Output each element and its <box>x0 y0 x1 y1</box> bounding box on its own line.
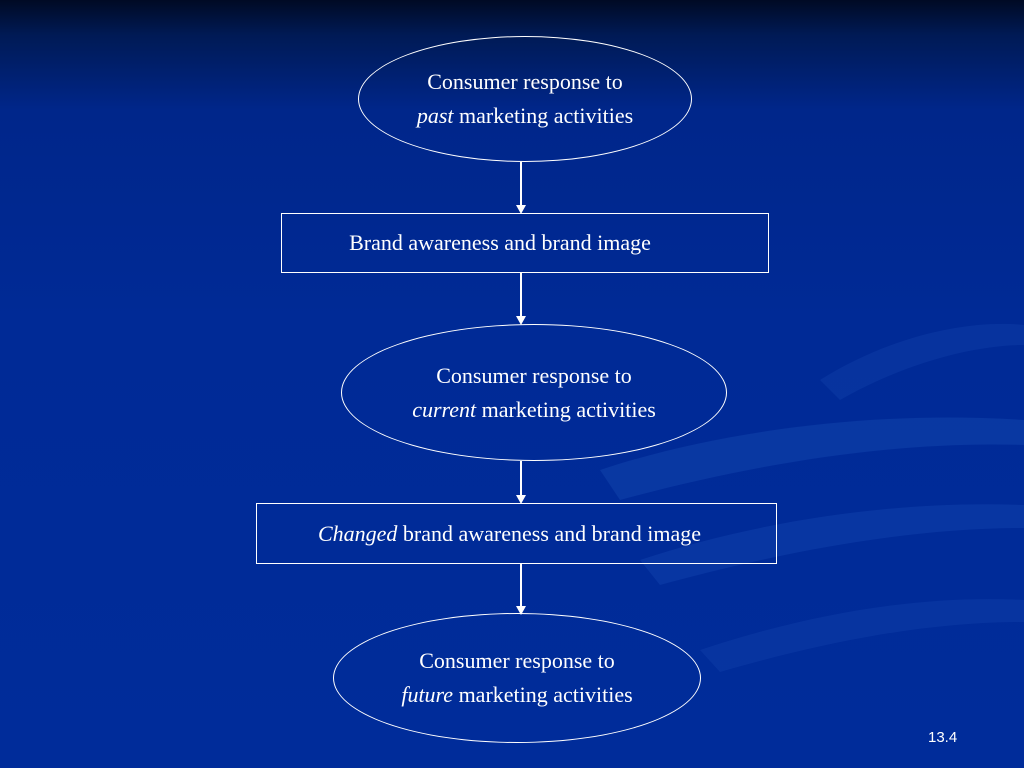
arrow-2 <box>515 273 527 325</box>
node-past-rest: marketing activities <box>453 103 634 128</box>
node-brand-awareness-text: Brand awareness and brand image <box>349 230 651 255</box>
node-past-response: Consumer response to past marketing acti… <box>358 36 692 162</box>
node-future-italic: future <box>401 682 454 707</box>
node-changed-brand-awareness: Changed brand awareness and brand image <box>256 503 777 564</box>
arrow-1 <box>515 162 527 214</box>
node-past-line1: Consumer response to <box>427 69 623 94</box>
slide-number: 13.4 <box>928 729 958 746</box>
node-current-italic: current <box>412 396 477 422</box>
node-past-italic: past <box>416 103 454 128</box>
node-future-response: Consumer response to future marketing ac… <box>333 613 701 743</box>
arrow-4 <box>515 564 527 615</box>
arrow-3 <box>515 461 527 504</box>
node-future-rest: marketing activities <box>453 682 633 707</box>
node-current-line2: current marketing activities <box>412 393 656 427</box>
node-future-line2: future marketing activities <box>401 678 632 712</box>
node-current-response: Consumer response to current marketing a… <box>341 324 727 461</box>
node-changed-italic: Changed <box>317 520 398 546</box>
node-current-line1: Consumer response to <box>436 362 632 388</box>
node-current-rest: marketing activities <box>476 396 656 422</box>
node-past-line2: past marketing activities <box>417 99 633 133</box>
node-future-line1: Consumer response to <box>419 648 615 673</box>
node-changed-rest: brand awareness and brand image <box>397 520 702 546</box>
node-brand-awareness: Brand awareness and brand image <box>281 213 769 273</box>
node-changed-text: Changed brand awareness and brand image <box>318 521 701 547</box>
